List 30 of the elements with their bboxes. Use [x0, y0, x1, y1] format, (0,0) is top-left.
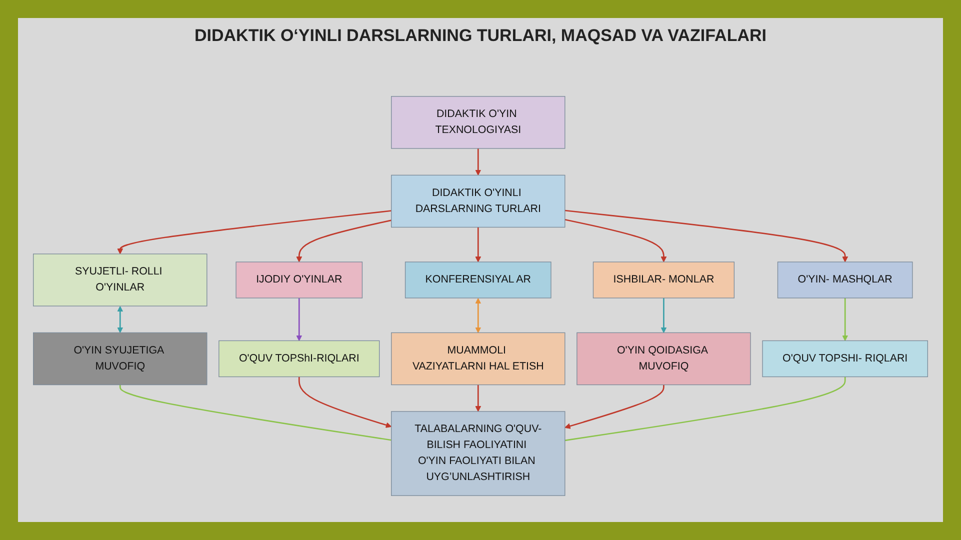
node-box: O'YIN SYUJETIGA MUVOFIQ — [33, 332, 208, 386]
arrow — [475, 384, 482, 412]
node-box: O'YIN- MASHQLAR — [777, 262, 913, 298]
arrow — [117, 210, 392, 254]
connector — [119, 384, 392, 441]
diagram-title: DIDAKTIK O‘YINLI DARSLARNING TURLARI, MAQSAD VA VAZIFALARI — [194, 26, 768, 46]
arrow — [842, 298, 848, 341]
node-box: TALABALARNING O'QUV-BILISH FAOLIYATINI O'YIN FAOLIYATI BILAN UYG’UNLASHTIRISH — [391, 411, 566, 496]
node-box: KONFERENSIYAL AR — [404, 262, 552, 298]
arrow — [475, 298, 482, 333]
node-box: O'QUV TOPSHI- RIQLARI — [762, 340, 928, 378]
node-box: ISHBILAR- MONLAR — [592, 262, 735, 298]
connector — [564, 376, 846, 442]
node-box: DIDAKTIK O'YINLI DARSLARNING TURLARI — [391, 174, 566, 228]
arrow — [117, 306, 124, 333]
node-box: SYUJETLI- ROLLI O'YINLAR — [33, 254, 208, 306]
arrow — [475, 227, 482, 262]
node-box: DIDAKTIK O'YIN TEXNOLOGIYASI — [391, 96, 566, 149]
arrow — [296, 220, 392, 262]
node-box: O'QUV TOPShI-RIQLARI — [218, 340, 380, 378]
arrow — [564, 384, 664, 429]
arrow — [475, 148, 482, 176]
arrow — [564, 210, 848, 262]
node-box: IJODIY O'YINLAR — [236, 262, 363, 298]
arrow — [298, 376, 392, 428]
node-box: O'YIN QOIDASIGA MUVOFIQ — [576, 332, 751, 386]
node-box: MUAMMOLI VAZIYATLARNI HAL ETISH — [391, 332, 566, 386]
arrow — [564, 218, 667, 262]
arrow — [296, 298, 302, 341]
arrow — [660, 298, 667, 333]
